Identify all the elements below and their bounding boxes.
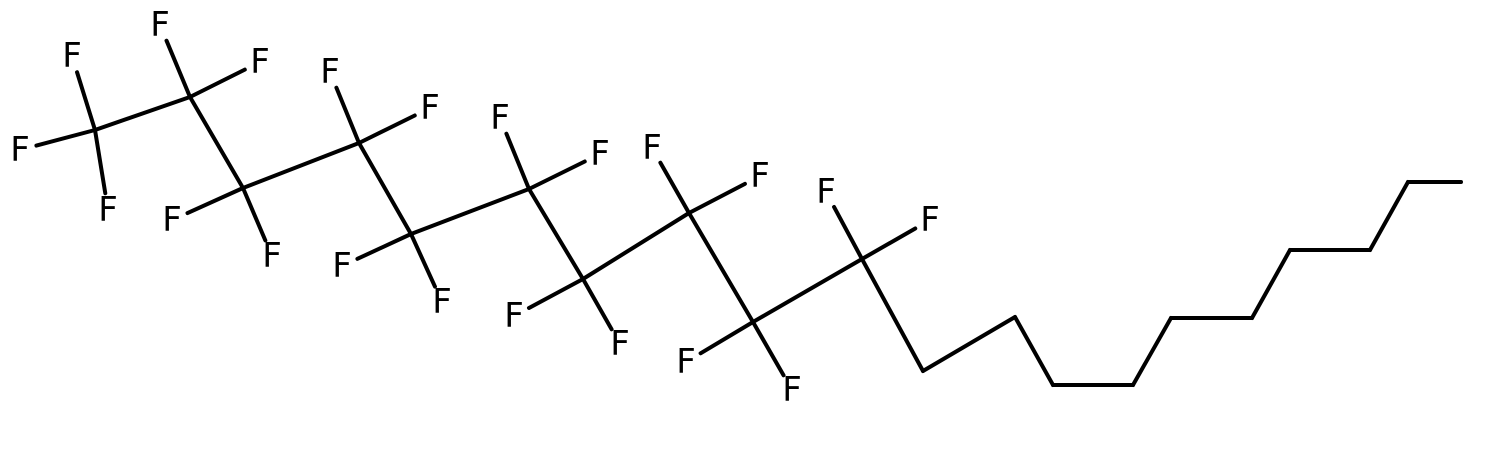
bond-line (687, 211, 755, 324)
bond-line (334, 85, 361, 145)
fluorine-label: F (490, 98, 510, 138)
fluorine-label: F (750, 156, 770, 196)
bond-line (185, 186, 245, 216)
bond-line (1368, 180, 1410, 252)
bond-line (355, 232, 413, 261)
fluorine-label: F (262, 236, 282, 276)
bond-line (860, 226, 918, 261)
bond-line (527, 159, 587, 191)
fluorine-label: F (590, 134, 610, 174)
bond-line (357, 141, 413, 236)
bond-line (409, 187, 531, 236)
bond-line (1013, 315, 1055, 387)
bond-line (241, 141, 361, 190)
fluorine-label: F (10, 130, 30, 170)
bond-line (164, 38, 192, 99)
bond-line (527, 187, 585, 281)
bond-line (860, 257, 925, 373)
bond-line (93, 95, 192, 132)
bond-line (751, 320, 786, 378)
bond-line (241, 186, 268, 243)
bond-layer (34, 38, 1463, 387)
fluorine-label: F (150, 5, 170, 45)
fluorine-label: F (432, 282, 452, 322)
fluorine-label: F (610, 324, 630, 364)
bond-line (581, 211, 691, 281)
bond-line (921, 315, 1017, 373)
bond-line (188, 95, 245, 190)
bond-line (409, 232, 437, 289)
fluorine-label: F (320, 52, 340, 92)
fluorine-label: F (504, 296, 524, 336)
bond-line (75, 70, 97, 132)
bond-line (93, 128, 108, 196)
bond-line (687, 181, 747, 215)
fluorine-label: F (920, 200, 940, 240)
fluorine-label: F (782, 370, 802, 410)
bond-line (658, 160, 691, 215)
bond-line (832, 204, 864, 261)
bond-line (357, 113, 417, 145)
bond-line (1131, 316, 1173, 387)
fluorine-label: F (98, 190, 118, 230)
fluorine-label: F (162, 200, 182, 240)
fluorine-label: F (676, 342, 696, 382)
bond-line (34, 128, 97, 148)
bond-line (1250, 248, 1292, 320)
bond-line (581, 277, 614, 332)
fluorine-label: F (420, 88, 440, 128)
fluorine-label: F (332, 246, 352, 286)
bond-line (698, 320, 755, 356)
bond-line (504, 131, 531, 191)
bond-line (751, 257, 864, 324)
bond-line (188, 67, 247, 99)
fluorine-label: F (250, 42, 270, 82)
fluorine-label: F (816, 172, 836, 212)
bond-line (526, 277, 585, 310)
atom-label-layer: F F F F F F F F F F F F F F F F F F F F … (10, 5, 940, 410)
fluorine-label: F (642, 128, 662, 168)
fluorine-label: F (62, 36, 82, 76)
